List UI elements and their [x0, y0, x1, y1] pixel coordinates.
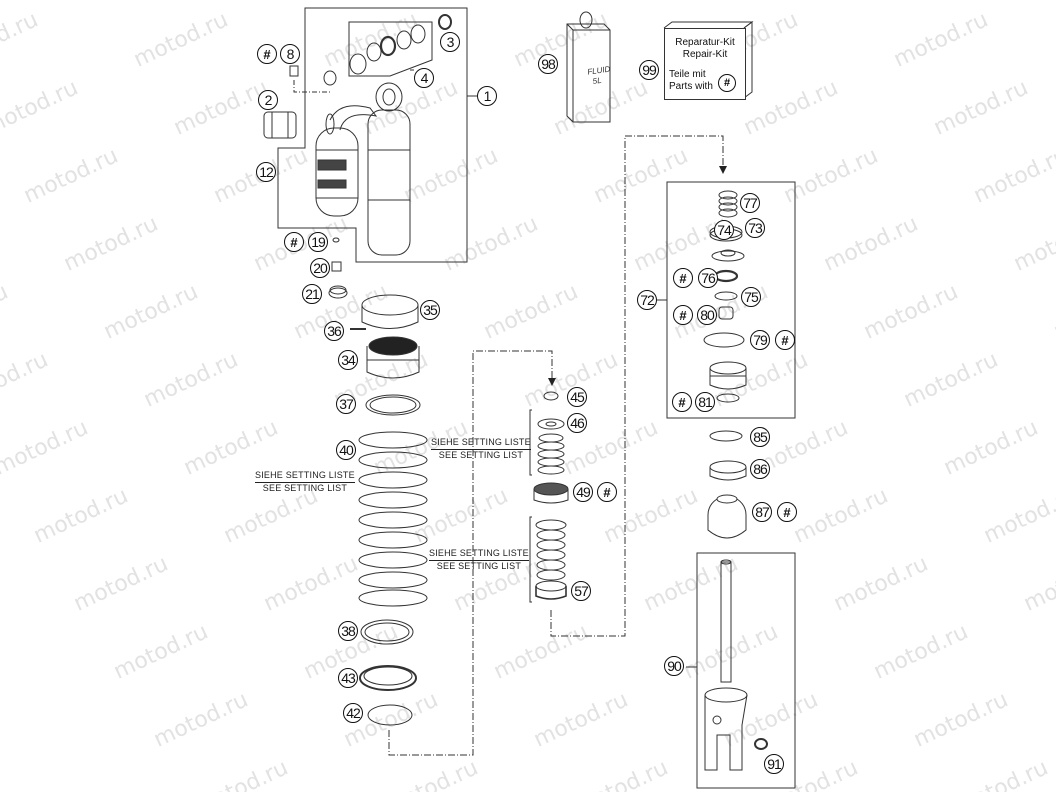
part-callout-34[interactable]: 34	[338, 350, 358, 370]
part-callout-81[interactable]: 81	[695, 392, 715, 412]
part-callout-40[interactable]: 40	[336, 440, 356, 460]
part-callout-37[interactable]: 37	[336, 394, 356, 414]
part-callout-36[interactable]: 36	[324, 321, 344, 341]
part-callout-45[interactable]: 45	[567, 387, 587, 407]
part-callout-49[interactable]: 49	[573, 482, 593, 502]
part-callout-8[interactable]: 8	[280, 44, 300, 64]
part-callout-80[interactable]: 80	[697, 305, 717, 325]
note-line-de: SIEHE SETTING LISTE	[255, 470, 355, 483]
repair-kit-line4: Parts with	[669, 81, 713, 92]
part-callout-57[interactable]: 57	[571, 581, 591, 601]
note-line-en: SEE SETTING LIST	[262, 483, 348, 493]
part-callout-91[interactable]: 91	[764, 754, 784, 774]
repair-kit-hash-icon: #	[718, 74, 736, 92]
repair-kit-hash-icon: #	[284, 232, 304, 252]
part-callout-75[interactable]: 75	[741, 287, 761, 307]
repair-kit-hash-icon: #	[672, 392, 692, 412]
part-callout-74[interactable]: 74	[714, 220, 734, 240]
group-frame-1	[277, 7, 468, 263]
repair-kit-hash-icon: #	[257, 44, 277, 64]
part-callout-21[interactable]: 21	[302, 284, 322, 304]
fluid-can-label: FLUID 5L	[587, 64, 613, 87]
repair-kit-box: Reparatur-Kit Repair-Kit Teile mit Parts…	[664, 28, 746, 100]
repair-kit-hash-icon: #	[597, 482, 617, 502]
seal-kit-box	[348, 21, 433, 77]
part-callout-4[interactable]: 4	[414, 68, 434, 88]
repair-kit-hash-icon: #	[775, 330, 795, 350]
part-callout-99[interactable]: 99	[639, 60, 659, 80]
repair-kit-line1: Reparatur-Kit	[675, 37, 735, 48]
repair-kit-hash-icon: #	[777, 502, 797, 522]
part-callout-46[interactable]: 46	[567, 413, 587, 433]
part-callout-85[interactable]: 85	[750, 427, 770, 447]
part-callout-43[interactable]: 43	[338, 668, 358, 688]
part-callout-76[interactable]: 76	[698, 268, 718, 288]
part-callout-73[interactable]: 73	[745, 218, 765, 238]
part-callout-3[interactable]: 3	[440, 32, 460, 52]
repair-kit-hash-icon: #	[673, 268, 693, 288]
part-callout-42[interactable]: 42	[343, 703, 363, 723]
part-callout-98[interactable]: 98	[538, 54, 558, 74]
part-callout-79[interactable]: 79	[750, 330, 770, 350]
note-line-de: SIEHE SETTING LISTE	[429, 548, 529, 561]
part-callout-19[interactable]: 19	[308, 232, 328, 252]
repair-kit-line3: Teile mit	[669, 69, 706, 80]
part-callout-2[interactable]: 2	[258, 90, 278, 110]
part-callout-72[interactable]: 72	[637, 290, 657, 310]
part-callout-86[interactable]: 86	[750, 459, 770, 479]
repair-kit-parts: Teile mit Parts with	[669, 69, 745, 93]
part-callout-20[interactable]: 20	[310, 258, 330, 278]
part-callout-87[interactable]: 87	[752, 502, 772, 522]
part-callout-38[interactable]: 38	[338, 621, 358, 641]
part-callout-35[interactable]: 35	[420, 300, 440, 320]
note-line-de: SIEHE SETTING LISTE	[431, 437, 531, 450]
note-line-en: SEE SETTING LIST	[438, 450, 524, 460]
part-callout-12[interactable]: 12	[256, 162, 276, 182]
note-line-en: SEE SETTING LIST	[436, 561, 522, 571]
repair-kit-hash-icon: #	[673, 305, 693, 325]
repair-kit-line2: Repair-Kit	[682, 49, 728, 60]
part-callout-77[interactable]: 77	[740, 193, 760, 213]
group-frame-90	[696, 552, 796, 789]
part-callout-1[interactable]: 1	[477, 86, 497, 106]
repair-kit-title: Reparatur-Kit Repair-Kit	[665, 37, 745, 61]
part-callout-90[interactable]: 90	[664, 656, 684, 676]
